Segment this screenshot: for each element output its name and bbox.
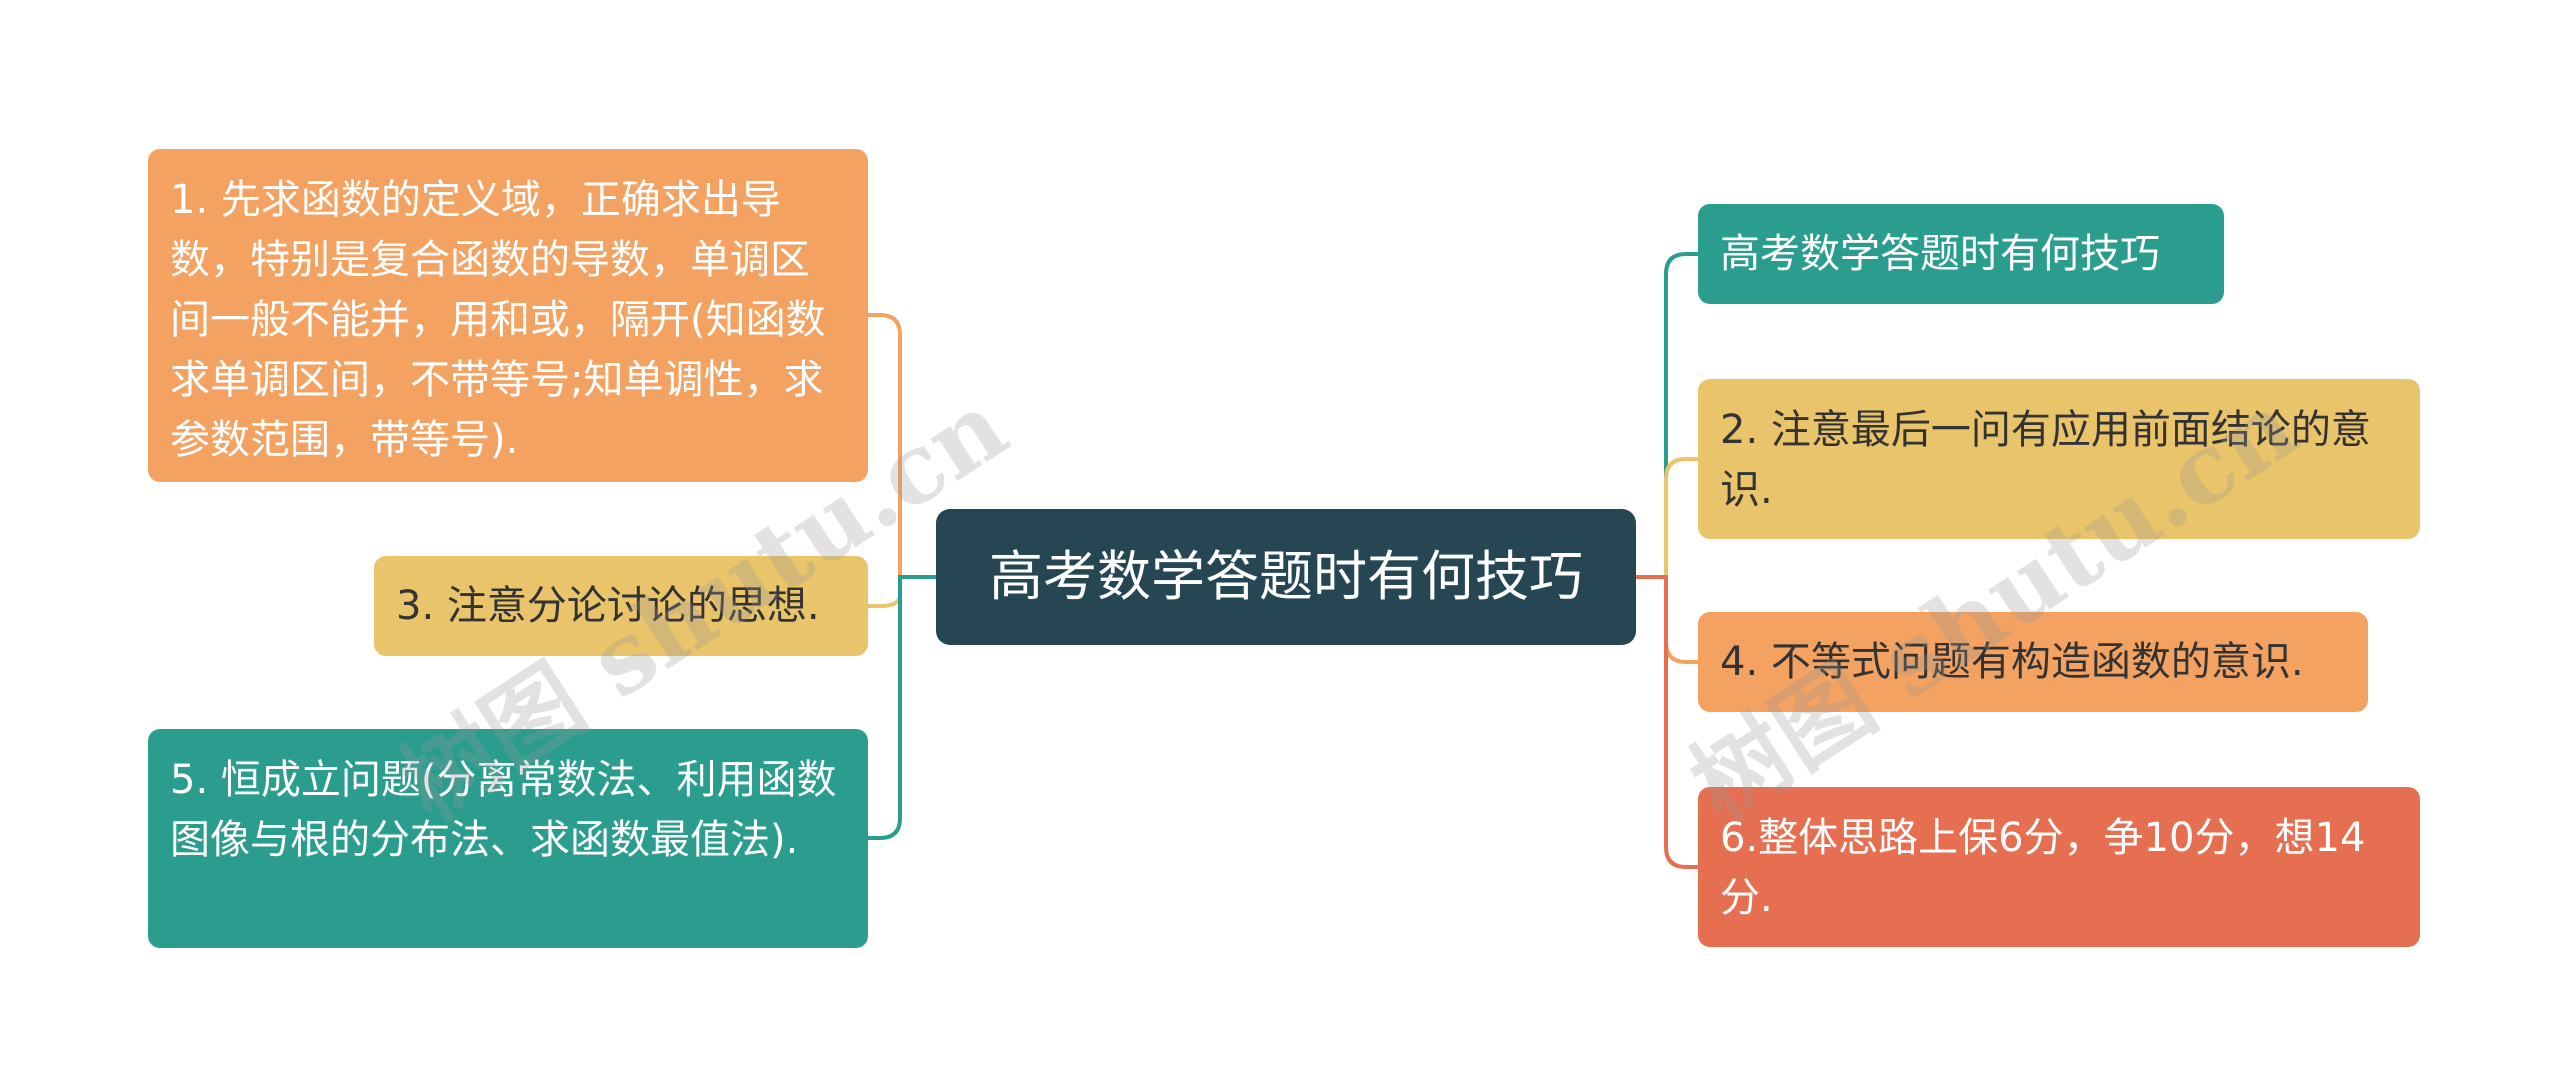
left-node-3[interactable]: 3. 注意分论讨论的思想. bbox=[374, 556, 868, 656]
right-node-4[interactable]: 4. 不等式问题有构造函数的意识. bbox=[1698, 612, 2368, 712]
left-node-1[interactable]: 1. 先求函数的定义域，正确求出导数，特别是复合函数的导数，单调区间一般不能并，… bbox=[148, 149, 868, 482]
connector-left-1 bbox=[868, 313, 936, 579]
connector-right-0 bbox=[1636, 252, 1698, 579]
right-node-title[interactable]: 高考数学答题时有何技巧 bbox=[1698, 204, 2224, 304]
center-topic[interactable]: 高考数学答题时有何技巧 bbox=[936, 509, 1636, 645]
left-node-5[interactable]: 5. 恒成立问题(分离常数法、利用函数图像与根的分布法、求函数最值法). bbox=[148, 729, 868, 948]
connector-right-2 bbox=[1636, 457, 1698, 579]
connector-right-6 bbox=[1636, 575, 1698, 869]
connector-left-5 bbox=[868, 575, 936, 840]
right-node-2[interactable]: 2. 注意最后一问有应用前面结论的意识. bbox=[1698, 379, 2420, 539]
right-node-6[interactable]: 6.整体思路上保6分，争10分，想14分. bbox=[1698, 787, 2420, 947]
